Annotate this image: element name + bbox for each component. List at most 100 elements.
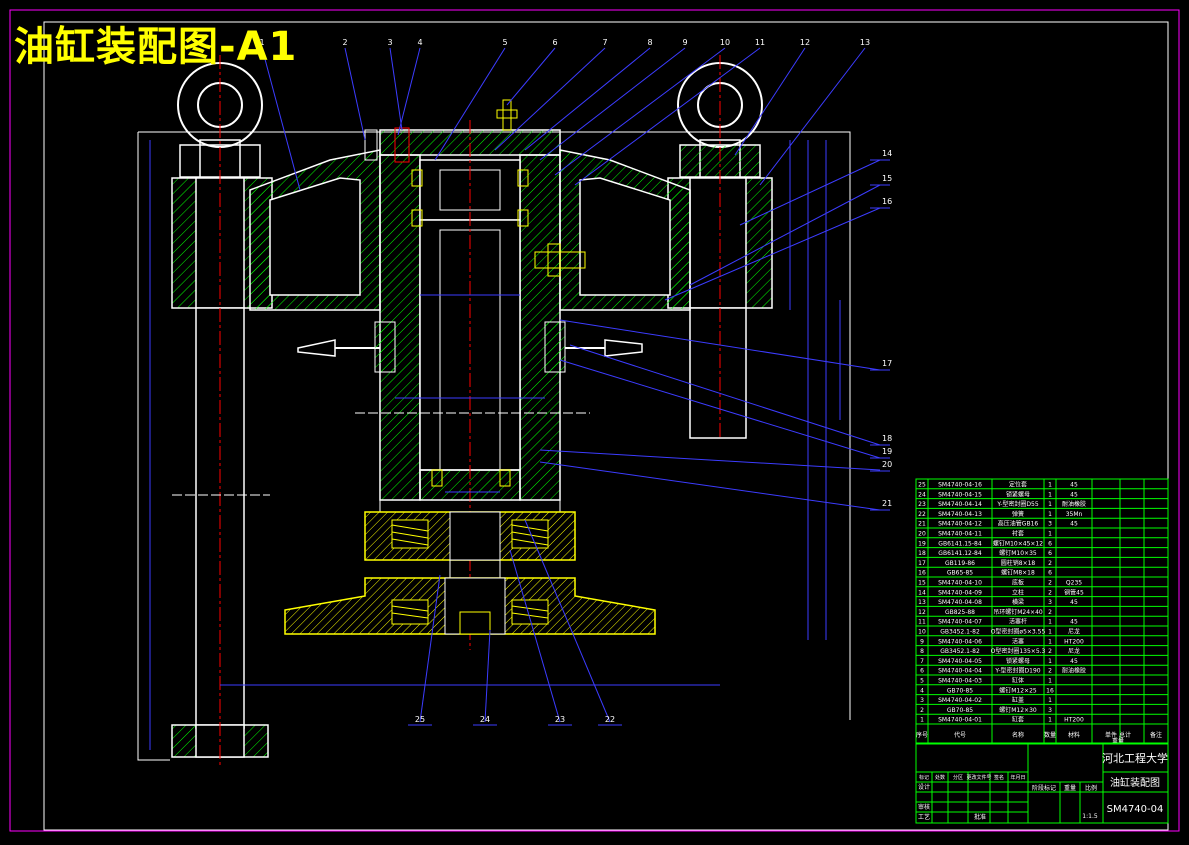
callout-4: 4 [417,38,422,47]
scale-label: 比例 [1085,784,1097,792]
bom-cell: O型密封圈ø5×3.55 [991,628,1046,636]
callout-22: 22 [605,715,615,724]
bom-cell: HT200 [1064,717,1084,724]
revision-label: 更改文件号 [966,774,991,781]
title-block [915,742,1169,824]
bom-cell: 13 [918,599,926,606]
callout-3: 3 [387,38,392,47]
bom-cell: 20 [918,531,926,538]
bom-cell: SM4740-04-15 [938,491,982,498]
bom-cell: 立柱 [1012,588,1024,596]
bom-cell: SM4740-04-06 [938,638,982,645]
bom-cell: 锁紧螺母 [1006,657,1030,665]
bom-cell: 45 [1070,619,1078,626]
callout-16: 16 [882,197,892,206]
bom-cell: 10 [918,629,926,636]
bom-cell: 2 [1048,668,1052,675]
bom-cell: 高压油管GB16 [998,520,1039,528]
bom-cell: 17 [918,560,926,567]
bom-cell: 1 [1048,629,1052,636]
callout-14: 14 [882,149,892,158]
bom-cell: 2 [1048,580,1052,587]
bom-cell: 18 [918,550,926,557]
design-label: 设计 [918,783,930,791]
weight-label: 重量 [1064,784,1076,792]
bom-cell: SM4740-04-02 [938,697,982,704]
revision-label: 标记 [919,774,929,781]
drawing-title: 油缸装配图-A1 [14,24,298,70]
callout-6: 6 [552,38,557,47]
bom-cell: 45 [1070,521,1078,528]
bom-cell: O型密封圈135×5.3 [991,647,1046,655]
callout-18: 18 [882,434,892,443]
revision-row-labels: 标记处数分区更改文件号签名年月日 [919,774,1026,781]
bom-cell: 1 [1048,501,1052,508]
bom-cell: GB6141.12-84 [938,550,982,557]
bom-cell: 2 [1048,609,1052,616]
bom-cell: 45 [1070,482,1078,489]
bom-cell: 8 [920,648,924,655]
bom-cell: 1 [1048,658,1052,665]
callout-9: 9 [682,38,687,47]
bom-header-cell: 单件 总计 [1105,731,1131,739]
bom-cell: SM4740-04-07 [938,619,982,626]
bom-cell: 35Mn [1066,511,1083,518]
bom-cell: 衬套 [1012,530,1024,538]
bom-cell: 21 [918,521,926,528]
bom-cell: 缸盖 [1012,696,1024,704]
leader-lines-bottom [419,519,611,723]
bom-cell: GB70-85 [947,687,973,694]
revision-label: 签名 [994,774,1004,781]
bom-header-cell: 数量 [1044,731,1056,739]
bom-cell: 11 [918,619,926,626]
bom-cell: 2 [920,707,924,714]
bom-cell: SM4740-04-09 [938,589,982,596]
bom-header-cell: 重量 [1112,737,1124,745]
callout-15: 15 [882,174,892,183]
callout-24: 24 [480,715,490,724]
bom-cell: Q235 [1066,580,1082,587]
bom-cell: 9 [920,638,924,645]
bom-cell: 6 [920,668,924,675]
approve-label: 批准 [974,813,986,821]
left-column [171,55,273,765]
spring-base [284,499,656,635]
bom-cell: 定位套 [1009,481,1027,489]
bom-cell: SM4740-04-13 [938,511,982,518]
bom-cell: 螺钉M8×18 [1001,569,1035,577]
bom-cell: GB65-85 [947,570,973,577]
bom-cell: SM4740-04-04 [938,668,982,675]
bom-cell: 3 [1048,707,1052,714]
bom-cell: 1 [1048,638,1052,645]
process-label: 工艺 [918,813,930,821]
bom-header-cell: 材料 [1068,731,1080,739]
callout-19: 19 [882,447,892,456]
drawing-number: SM4740-04 [1107,804,1164,815]
bom-cell: 45 [1070,599,1078,606]
bom-cell: 螺钉M10×35 [999,549,1037,557]
bom-cell: 螺钉M12×25 [999,686,1037,694]
bom-cell: 23 [918,501,926,508]
bom-cell: 1 [1048,697,1052,704]
bom-cell: SM4740-04-16 [938,482,982,489]
bom-cell: 6 [1048,570,1052,577]
callout-5: 5 [502,38,507,47]
callout-2: 2 [342,38,347,47]
bom-cell: 6 [1048,540,1052,547]
bom-cell: 螺钉M10×45×12 [993,539,1043,547]
bom-cell: SM4740-04-12 [938,521,982,528]
callout-20: 20 [882,460,892,469]
bom-cell: 19 [918,540,926,547]
bom-cell: SM4740-04-05 [938,658,982,665]
callout-12: 12 [800,38,810,47]
bom-cell: 1 [1048,482,1052,489]
bom-cell: 锁紧螺母 [1006,490,1030,498]
bom-cell: 5 [920,678,924,685]
bom-cell: SM4740-04-01 [938,717,982,724]
callout-11: 11 [755,38,765,47]
bom-cell: 25 [918,482,926,489]
check-label: 审核 [918,803,930,811]
callout-13: 13 [860,38,870,47]
